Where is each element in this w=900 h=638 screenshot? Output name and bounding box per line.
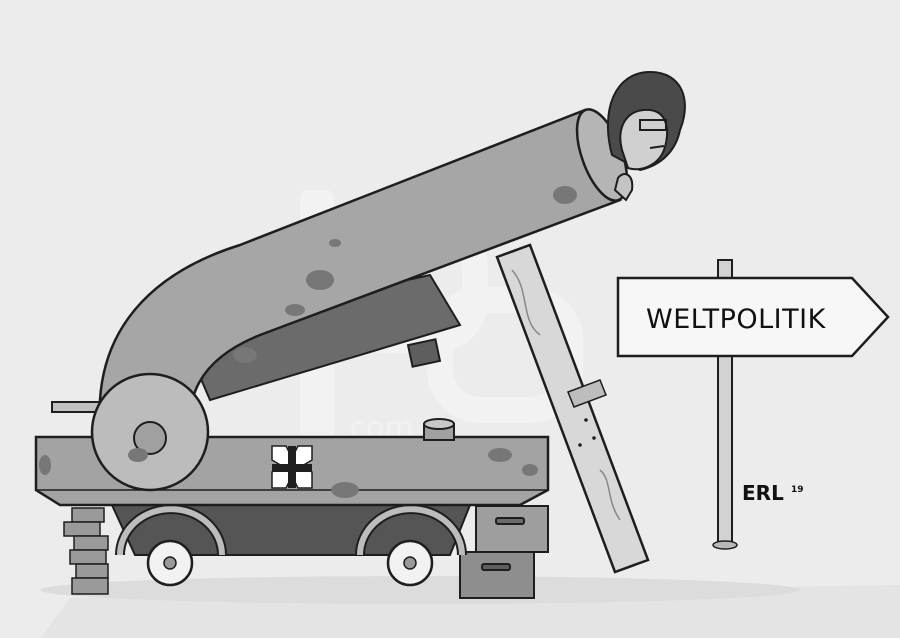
artist-signature: ERL 19 [742,481,804,505]
wooden-crates [459,505,549,599]
artist-signature-text: ERL [742,481,784,505]
signpost: WELTPOLITIK [616,259,890,550]
signpost-label: WELTPOLITIK [646,304,827,335]
ground-shadow-ellipse [40,576,800,604]
wooden-prop [495,243,650,574]
carriage-peg [423,418,455,441]
artist-signature-year: 19 [791,485,804,495]
brick-stack [63,507,109,595]
mount-bolt [406,338,442,368]
axle-rod [51,401,101,413]
right-wheel [355,504,467,587]
politician-head [606,70,686,202]
iron-cross-icon [271,445,313,489]
trunnion-wheel [90,372,210,492]
cannon-barrel [98,108,629,422]
left-wheel [115,504,227,587]
signpost-arrow-board [616,276,890,358]
